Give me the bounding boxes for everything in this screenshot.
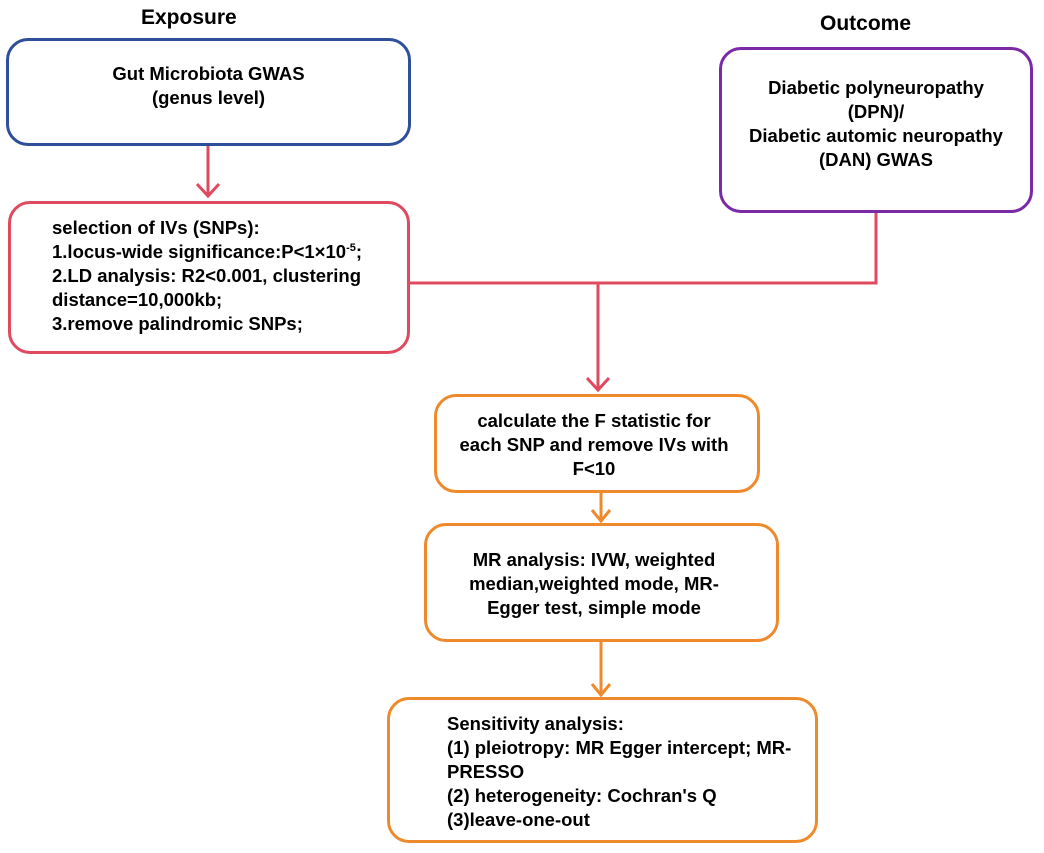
gwas-line-1: Gut Microbiota GWAS [112,63,305,84]
selection-item-1: 1.locus-wide significance:P<1×10-5; [52,241,363,262]
outcome-to-merge-line [598,212,878,285]
selection-item-2a: 2.LD analysis: R2<0.001, clustering [52,265,361,286]
gwas-box-text: Gut Microbiota GWAS (genus level) [6,62,411,110]
sensitivity-line-2: (1) pleiotropy: MR Egger intercept; MR- [447,737,792,758]
sensitivity-text: Sensitivity analysis: (1) pleiotropy: MR… [447,712,791,832]
gwas-to-selection-arrowhead [195,182,221,199]
sensitivity-box [387,697,818,843]
outcome-line-3: Diabetic automic neuropathy [749,125,1003,146]
sensitivity-line-4: (2) heterogeneity: Cochran's Q [447,785,717,806]
fstat-box [434,394,760,493]
fstat-box-text: calculate the F statistic for each SNP a… [434,409,754,481]
selection-item-2b: distance=10,000kb; [52,289,223,310]
fstat-line-1: calculate the F statistic for [477,410,711,431]
selection-item-3: 3.remove palindromic SNPs; [52,313,303,334]
mr-line-2: median,weighted mode, MR- [469,573,719,594]
selection-box [8,201,410,354]
exposure-header: Exposure [141,6,237,29]
outcome-box [719,47,1033,213]
gwas-box [6,38,411,146]
selection-title: selection of IVs (SNPs): [52,217,260,238]
mr-line-1: MR analysis: IVW, weighted [472,549,716,570]
outcome-line-1: Diabetic polyneuropathy [768,77,984,98]
sensitivity-line-5: (3)leave-one-out [447,809,590,830]
gwas-line-2: (genus level) [151,87,266,108]
selection-box-text: selection of IVs (SNPs): 1.locus-wide si… [52,216,362,336]
mr-to-sensitivity-arrowhead [590,683,612,698]
outcome-box-text: Diabetic polyneuropathy (DPN)/ Diabetic … [719,76,1033,172]
outcome-header: Outcome [820,12,912,35]
sensitivity-line-3: PRESSO [447,761,525,782]
fstat-line-2: each SNP and remove IVs with [459,434,729,455]
fstat-line-3: F<10 [572,458,616,479]
mr-analysis-box [424,523,779,642]
mr-analysis-text: MR analysis: IVW, weighted median,weight… [424,548,764,620]
outcome-line-4: (DAN) GWAS [818,149,934,170]
merge-to-fstat-arrowhead [585,376,611,393]
sensitivity-line-1: Sensitivity analysis: [447,713,624,734]
fstat-to-mr-arrowhead [590,509,612,524]
mr-line-3: Egger test, simple mode [487,597,701,618]
outcome-line-2: (DPN)/ [847,101,905,122]
